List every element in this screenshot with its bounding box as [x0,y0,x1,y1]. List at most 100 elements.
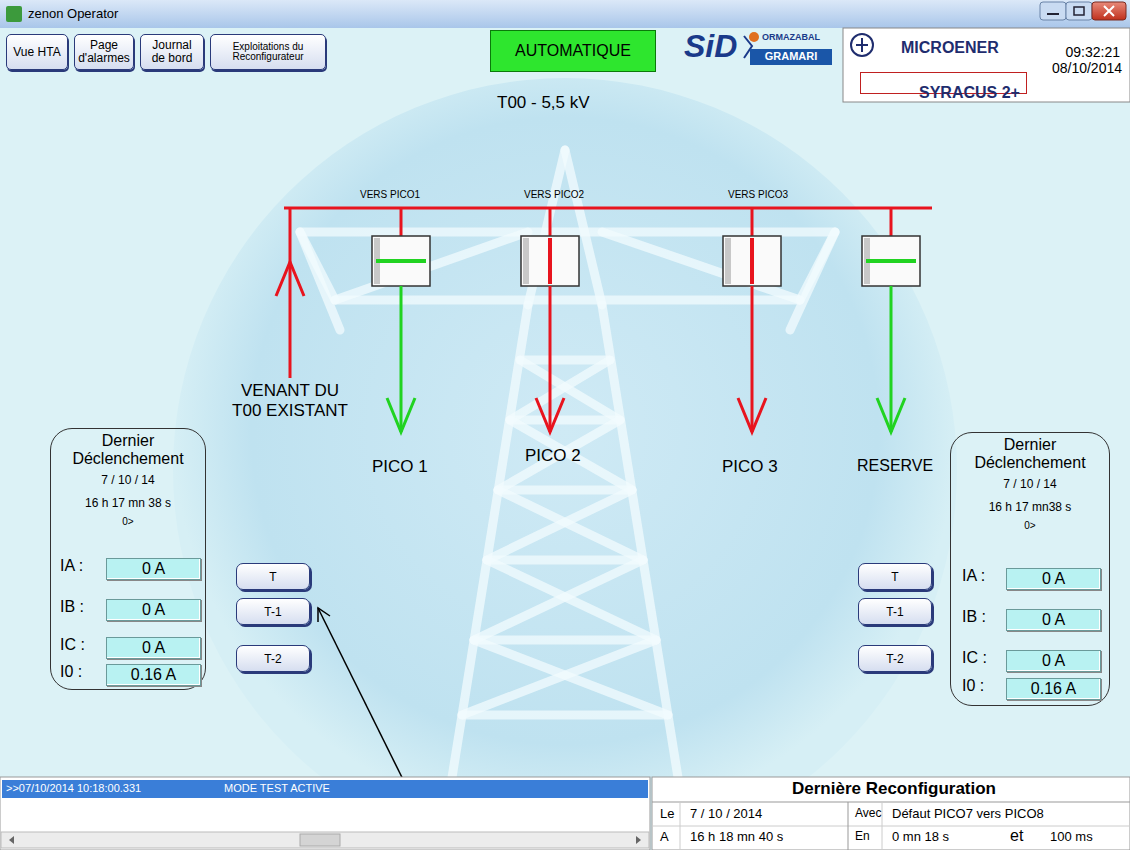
value-box: 0 A [1006,650,1101,672]
incoming-feeder-arrow-part [289,208,292,378]
history-button-text: T-1 [886,605,903,619]
vendor-box: MICROENER09:32:2108/10/2014SYRACUS 2+ [843,28,1130,102]
pylon-watermark-part [498,490,643,560]
trip-panel-text: Dernier Déclenchement [965,436,1095,473]
outgoing-feeder-arrows-part [387,398,415,432]
trip-panel-text: 7 / 10 / 14 [1003,477,1056,491]
breakers-part [725,238,731,284]
nav-button: Vue HTA [6,34,68,70]
log-entry-text: >>07/10/2014 10:18:00.331 [6,782,141,794]
pylon-watermark-part [520,360,620,420]
pylon-watermark-part [790,232,835,330]
mode-indicator: AUTOMATIQUE [490,30,656,72]
trip-panel-text: 7 / 10 / 14 [101,473,154,487]
table-cell: En [855,830,870,844]
busbar-part [549,208,552,236]
value-box: 0.16 A [106,664,201,686]
nav-button: Journal de bord [140,34,204,70]
nav-button-text: Page d'alarmes [78,39,130,64]
reconfiguration-table-part [652,802,1130,803]
logos-part [843,28,1130,102]
table-cell: A [660,830,669,845]
logos-part [856,38,868,52]
trip-panel-text: 0> [122,516,133,527]
pylon-watermark-part [498,420,620,490]
breakers-part [372,236,430,286]
table-cell: 7 / 10 / 2014 [690,807,762,822]
title-bar-part [0,0,1130,28]
breakers-part [523,238,529,284]
pylon-watermark-part [335,232,528,300]
pylon-watermark [300,150,835,790]
measure-name: IC : [60,636,85,654]
outgoing-feeder-arrows-part [751,286,754,432]
breakers-part [866,259,916,263]
history-button: T-1 [858,598,932,625]
breakers-part [548,238,552,284]
incoming-feeder-label: VENANT DU T00 EXISTANT [226,381,354,420]
measure-name: IB : [60,598,84,616]
breakers-part [862,236,920,286]
pylon-watermark-part [487,490,632,560]
pylon-watermark-part [300,232,340,330]
history-button-text: T-2 [886,652,903,666]
table-cell: Le [660,807,674,822]
outgoing-feeder-arrows-part [738,398,766,432]
history-button: T [236,563,310,590]
pylon-watermark-part [335,296,800,305]
nav-button-text: Vue HTA [13,46,60,59]
window-title: zenon Operator [0,0,366,28]
table-cell: Avec [855,807,881,821]
trip-panel-text: 16 h 17 mn 38 s [85,496,171,510]
nav-button: Exploitations du Reconfigurateur [210,34,326,70]
nav-button-text: Journal de bord [144,39,200,64]
history-button-text: T-1 [264,605,281,619]
value-box-text: 0 A [1007,570,1100,588]
table-cell: 0 mn 18 s [892,830,949,845]
busbar-part [890,208,893,236]
pylon-watermark-part [487,560,656,640]
logos-part [749,32,759,42]
feeder-name: RESERVE [857,457,933,475]
table-cell: Défaut PICO7 vers PICO8 [892,807,1044,822]
value-box: 0.16 A [1006,678,1101,700]
logos [744,28,1130,102]
title-bar-part [1066,2,1092,20]
value-box-text: 0.16 A [1007,680,1100,698]
reconfiguration-table-part [848,802,849,850]
value-box-text: 0 A [1007,611,1100,629]
trip-panel-text: 0> [1024,520,1035,531]
reconfiguration-table-part [680,802,681,850]
event-log-panel [0,777,650,850]
title-bar-part [1104,6,1114,16]
title-bar-part [1074,7,1084,15]
vendor-box-text: 08/10/2014 [1052,60,1122,76]
mode-indicator-text: AUTOMATIQUE [515,42,631,60]
history-button-text: T [269,570,276,584]
value-box-text: 0 A [1007,652,1100,670]
pylon-watermark-part [510,420,632,490]
breakers-part [376,259,426,263]
outgoing-feeder-arrows-part [890,286,893,432]
value-box: 0 A [1006,568,1101,590]
history-button-text: T [891,570,898,584]
feeder-name: PICO 2 [525,446,581,466]
title-bar-part [1092,2,1126,20]
pylon-watermark-part [498,486,632,495]
nav-button: Page d'alarmes [74,34,134,70]
callout-arrow-part [318,608,330,622]
vendor-box-text: MICROENER [901,39,999,57]
value-box: 0 A [1006,609,1101,631]
trip-panel-text: 16 h 17 mn38 s [989,500,1072,514]
outgoing-feeder-arrows-part [400,286,403,432]
busbar-part [400,208,403,236]
vendor-box-text: 09:32:21 [1066,44,1121,60]
history-button: T [858,563,932,590]
breakers-part [723,236,781,286]
log-entry: >>07/10/2014 10:18:00.331MODE TEST ACTIV… [2,780,648,798]
value-box: 0 A [106,558,201,580]
reconfiguration-table-part [652,826,1130,827]
logos-part [750,49,832,65]
